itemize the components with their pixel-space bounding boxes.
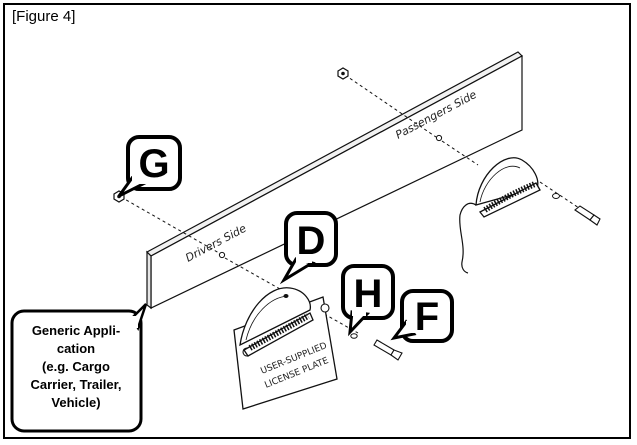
generic-application-note: Generic Appli- cation (e.g. Cargo Carrie…	[10, 303, 148, 433]
note-line-5: Vehicle)	[51, 395, 100, 410]
figure-label: [Figure 4]	[12, 8, 76, 25]
callout-h-letter: H	[354, 272, 383, 316]
nut-passenger	[337, 67, 349, 80]
note-line-3: (e.g. Cargo	[42, 359, 110, 374]
note-line-1: Generic Appli-	[32, 323, 120, 338]
note-line-4: Carrier, Trailer,	[30, 377, 121, 392]
note-line-2: cation	[57, 341, 95, 356]
callout-h: H	[341, 264, 395, 337]
lamp-passenger	[459, 157, 601, 274]
mounting-panel: Drivers Side Passengers Side	[146, 51, 523, 310]
callout-g-letter: G	[138, 142, 169, 186]
washer-h	[350, 333, 358, 339]
callout-f-letter: F	[415, 295, 439, 339]
callout-d-letter: D	[297, 219, 326, 263]
callout-f: F	[390, 289, 454, 343]
callout-d: D	[279, 211, 338, 285]
bolt-f	[373, 339, 403, 361]
lamp-driver	[239, 287, 314, 357]
callout-g: G	[117, 135, 182, 198]
